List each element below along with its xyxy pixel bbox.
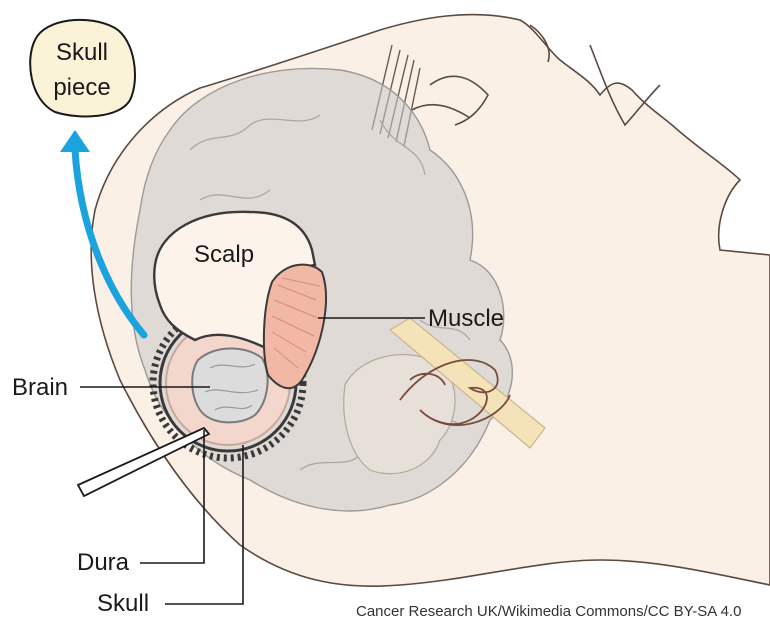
scalp-label: Scalp bbox=[194, 241, 254, 268]
exposed-brain bbox=[192, 348, 267, 422]
skull-piece-label-line1: Skull bbox=[56, 39, 108, 66]
skull-piece-label-line2: piece bbox=[53, 74, 110, 101]
dura-label: Dura bbox=[77, 549, 130, 576]
arrow-head bbox=[60, 130, 90, 152]
muscle-label: Muscle bbox=[428, 305, 504, 332]
skull-piece bbox=[30, 20, 135, 117]
image-credit: Cancer Research UK/Wikimedia Commons/CC … bbox=[356, 603, 741, 620]
brain-label: Brain bbox=[12, 374, 68, 401]
skull-label: Skull bbox=[97, 590, 149, 617]
